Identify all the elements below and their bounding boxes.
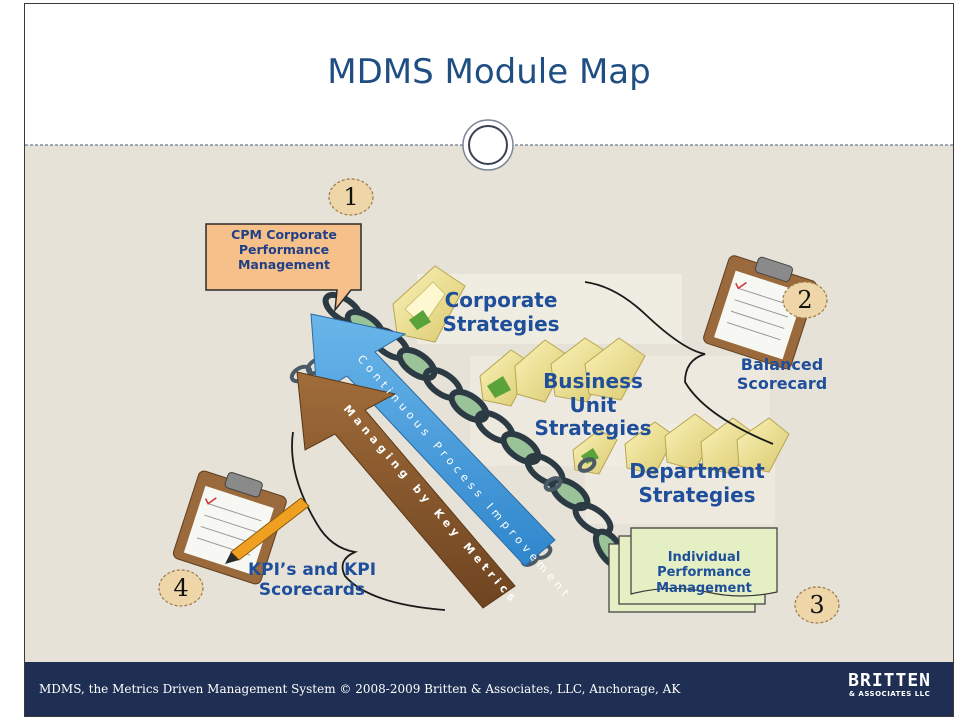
managing-by-metrics-arrow — [296, 371, 516, 609]
pencil-icon — [225, 497, 310, 564]
module-map-diagram: Continuous Process Improvement Managing … — [25, 119, 953, 624]
department-folder-icon — [572, 413, 790, 475]
module-number-2: 2 — [797, 286, 813, 314]
kpi-clipboard-icon — [172, 470, 287, 585]
title-divider — [25, 119, 953, 171]
balanced-scorecard-clipboard-icon — [703, 255, 817, 370]
cpm-label: CPM Corporate Performance Management — [231, 227, 337, 272]
balanced-scorecard-label: Balanced Scorecard — [736, 355, 828, 393]
footer-bar: MDMS, the Metrics Driven Management Syst… — [25, 662, 953, 716]
business-unit-strategies-label: Business Unit Strategies — [534, 369, 652, 441]
slide-title: MDMS Module Map — [327, 52, 651, 92]
kpi-scorecards-label: KPI’s and KPI Scorecards — [247, 560, 377, 601]
logo-subtitle: & ASSOCIATES LLC — [848, 690, 931, 698]
kpi-brace — [291, 431, 446, 611]
scorecard-brace — [584, 281, 774, 445]
number-ovals — [158, 178, 840, 624]
slide: MDMS Module Map — [24, 3, 954, 717]
corporate-strategies-label: Corporate Strategies — [442, 288, 560, 336]
module-number-1: 1 — [343, 183, 359, 211]
module-number-4: 4 — [173, 574, 189, 602]
department-strategies-label: Department Strategies — [629, 459, 765, 507]
individual-performance-box — [608, 527, 778, 613]
module-number-3: 3 — [809, 591, 825, 619]
business-unit-folder-icon — [479, 337, 646, 407]
individual-performance-label: Individual Performance Management — [656, 550, 752, 596]
logo-wordmark: BRITTEN — [848, 670, 931, 691]
britten-logo: BRITTEN & ASSOCIATES LLC — [848, 672, 931, 699]
corporate-folder-icon — [392, 265, 466, 343]
footer-copyright: MDMS, the Metrics Driven Management Syst… — [39, 682, 681, 696]
cpm-box — [205, 223, 362, 313]
